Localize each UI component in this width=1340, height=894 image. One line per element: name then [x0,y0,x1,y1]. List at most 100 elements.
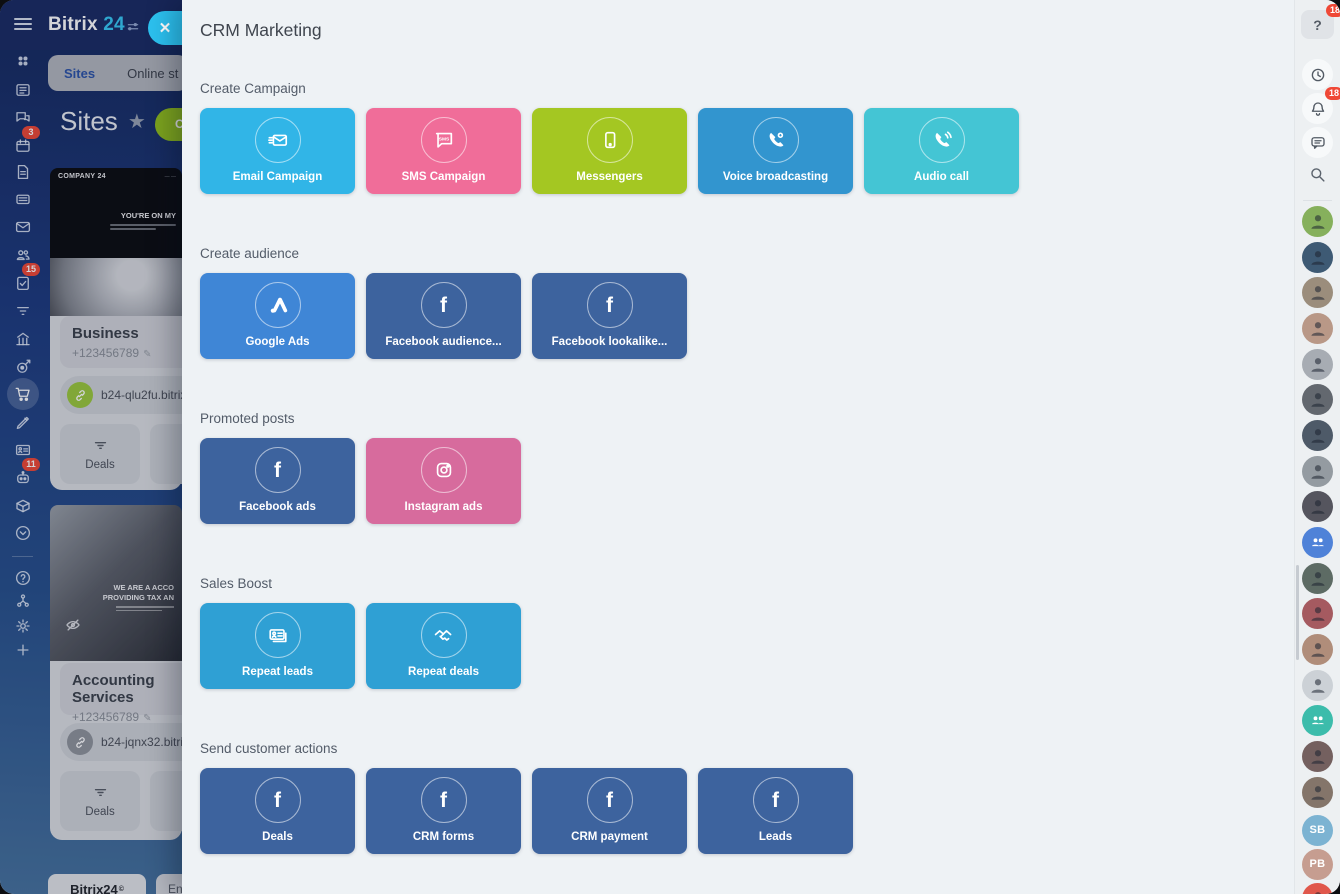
site-link-pill[interactable]: b24-jqnx32.bitrix2 [60,723,200,761]
thumb-photo [50,258,182,316]
edit-pencil-icon[interactable]: ✎ [143,349,152,360]
sidebar-item-knowledge-box[interactable] [0,492,45,520]
tile-voice-broadcasting[interactable]: Voice broadcasting [698,108,853,194]
deals-button[interactable]: Deals [60,424,140,484]
facebook-icon: f [586,777,633,823]
avatar[interactable] [1302,633,1333,665]
tile-label: Facebook audience... [385,336,502,348]
tab-sites[interactable]: Sites [64,65,96,81]
sidebar-item-network[interactable] [0,587,45,615]
bitrix24-footer-brand[interactable]: Bitrix24© [48,874,146,894]
avatar[interactable] [1302,597,1333,629]
sidebar-item-documents[interactable] [0,158,45,186]
sidebar-item-mail[interactable] [0,213,45,241]
search-button[interactable] [1295,165,1340,189]
sidebar-item-messenger[interactable] [0,104,45,132]
avatar[interactable] [1302,205,1333,237]
sidebar-item-pinwheel[interactable] [0,47,45,75]
deals-button[interactable]: Deals [60,771,140,831]
sidebar-item-collapse-chevron[interactable] [0,519,45,547]
sidebar-item-feed[interactable] [0,76,45,104]
notifications-bell-button[interactable]: 18 [1295,87,1340,124]
sidebar-item-crm-funnel[interactable] [0,297,45,325]
sidebar-item-help[interactable] [0,564,45,592]
avatar-initials-text: PB [1309,858,1326,870]
tile-label: Instagram ads [404,501,483,513]
tile-repeat-deals[interactable]: Repeat deals [366,603,521,689]
sidebar-item-drive[interactable] [0,185,45,213]
sidebar-item-employees[interactable] [0,241,45,269]
time-history-button[interactable] [1295,59,1340,90]
chat-button[interactable] [1295,127,1340,158]
avatar[interactable] [1302,776,1333,808]
sidebar-item-contact-card[interactable] [0,436,45,464]
instagram-icon [420,447,467,493]
avatar[interactable] [1302,455,1333,487]
thumb-site-name: COMPANY 24 [58,173,106,180]
bitrix24-logo[interactable]: Bitrix 24 [48,14,125,36]
avatar[interactable] [1302,669,1333,701]
site-phone[interactable]: +123456789✎ [72,346,152,360]
sliders-icon[interactable] [126,20,140,39]
avatar[interactable] [1302,882,1333,894]
tile-email-campaign[interactable]: Email Campaign [200,108,355,194]
avatar[interactable] [1302,383,1333,415]
avatar-initials[interactable]: SB [1302,814,1333,846]
menu-hamburger-icon[interactable] [14,18,32,31]
tab-online-store[interactable]: Online st [127,65,179,81]
avatar-initials[interactable]: PB [1302,848,1333,880]
handshake-icon [420,612,467,658]
help-button[interactable]: ?18 [1295,4,1340,39]
edit-pencil-icon[interactable]: ✎ [143,713,152,724]
close-panel-button[interactable]: ✕ [148,11,182,45]
site-info-block[interactable]: Business +123456789✎ [60,316,200,368]
scrollbar-thumb[interactable] [1296,565,1299,660]
avatar[interactable] [1302,312,1333,344]
avatar[interactable] [1302,419,1333,451]
audio-call-icon [918,117,965,163]
sidebar-item-tasks[interactable]: 15 [0,263,45,297]
avatar[interactable] [1302,241,1333,273]
sidebar-item-calendar[interactable]: 3 [0,126,45,160]
avatar[interactable] [1302,348,1333,380]
tile-messengers[interactable]: Messengers [532,108,687,194]
sidebar-item-marketing-target[interactable] [0,353,45,381]
link-icon [67,729,93,755]
sidebar-item-plus[interactable] [0,636,45,664]
group-chat-bubble[interactable] [1302,526,1333,558]
thumb-headline: YOU'RE ON MY [120,211,176,220]
tile-repeat-leads[interactable]: Repeat leads [200,603,355,689]
avatar[interactable] [1302,490,1333,522]
site-info-block[interactable]: Accounting Services +123456789✎ [60,663,200,724]
sidebar-item-sign-pen[interactable] [0,408,45,436]
site-phone[interactable]: +123456789✎ [72,710,152,724]
group-chat[interactable] [1302,704,1333,736]
star-icon[interactable]: ★ [127,111,146,133]
tile-audio-call[interactable]: Audio call [864,108,1019,194]
sidebar-item-copilot-robot[interactable]: 11 [0,458,45,492]
site-link-pill[interactable]: b24-qlu2fu.bitrix2 [60,376,200,414]
avatar[interactable] [1302,740,1333,772]
avatar[interactable] [1302,562,1333,594]
badge-count: 18 [1324,87,1340,100]
sidebar-item-company[interactable] [0,325,45,353]
sidebar-item-sales-cart[interactable] [0,378,45,410]
tile-label: Messengers [576,171,643,183]
site-thumbnail-business[interactable]: COMPANY 24— — YOU'RE ON MY [50,168,182,316]
avatar[interactable] [1302,276,1333,308]
sidebar-item-settings-gear[interactable] [0,612,45,640]
tile-instagram-ads[interactable]: Instagram ads [366,438,521,524]
tile-google-ads[interactable]: Google Ads [200,273,355,359]
